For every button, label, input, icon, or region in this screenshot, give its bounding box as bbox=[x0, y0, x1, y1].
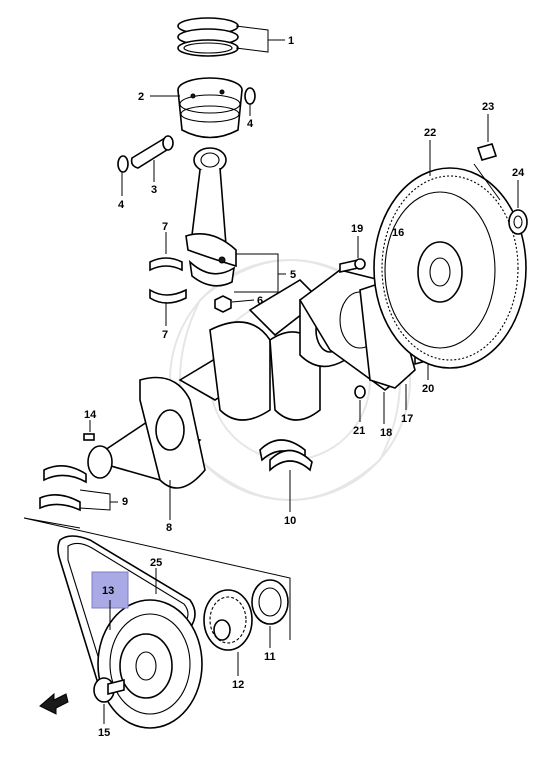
label-4-upper: 4 bbox=[247, 118, 254, 130]
label-7-lower: 7 bbox=[162, 329, 168, 341]
upper-main-bearing-part[interactable] bbox=[259, 439, 313, 472]
label-11: 11 bbox=[264, 651, 276, 663]
label-3: 3 bbox=[151, 184, 157, 196]
pilot-bearing-part[interactable] bbox=[508, 209, 528, 235]
label-6: 6 bbox=[257, 295, 263, 307]
front-assembly-frame bbox=[23, 517, 291, 640]
rod-nut-part[interactable] bbox=[214, 295, 232, 313]
label-13[interactable]: 13 bbox=[102, 585, 114, 597]
label-14: 14 bbox=[84, 409, 97, 421]
label-2: 2 bbox=[138, 91, 144, 103]
rod-bearing-lower-part[interactable] bbox=[149, 288, 187, 304]
piston-pin-part[interactable] bbox=[130, 135, 174, 169]
bolt-19-part[interactable] bbox=[339, 258, 366, 273]
flywheel-part[interactable] bbox=[373, 167, 527, 369]
front-direction-arrow-icon bbox=[39, 692, 69, 715]
label-22: 22 bbox=[424, 127, 436, 139]
pulley-bolt-part[interactable] bbox=[93, 677, 125, 703]
label-16: 16 bbox=[392, 227, 404, 239]
label-21: 21 bbox=[353, 425, 365, 437]
crankshaft-pulley-part[interactable] bbox=[97, 599, 203, 729]
label-5: 5 bbox=[290, 269, 296, 281]
label-9: 9 bbox=[122, 496, 128, 508]
label-12: 12 bbox=[232, 679, 244, 691]
flywheel-bolt-part[interactable] bbox=[476, 143, 498, 161]
piston-part[interactable] bbox=[177, 77, 243, 139]
label-10: 10 bbox=[284, 515, 296, 527]
lower-main-bearing-part[interactable] bbox=[39, 465, 87, 512]
label-19: 19 bbox=[351, 223, 363, 235]
piston-rings-part[interactable] bbox=[177, 17, 239, 57]
label-17: 17 bbox=[401, 413, 413, 425]
label-25: 25 bbox=[150, 557, 162, 569]
connecting-rod-part[interactable] bbox=[185, 147, 237, 287]
label-1: 1 bbox=[288, 35, 294, 47]
label-15: 15 bbox=[98, 727, 110, 739]
dowel-21-part[interactable] bbox=[354, 385, 366, 399]
dowel-pin-part[interactable] bbox=[83, 433, 95, 441]
timing-belt-pulley-part[interactable] bbox=[203, 589, 253, 651]
rod-bearing-upper-part[interactable] bbox=[149, 257, 183, 272]
label-4-lower: 4 bbox=[118, 199, 125, 211]
label-8: 8 bbox=[166, 522, 172, 534]
front-oil-seal-part[interactable] bbox=[251, 579, 289, 625]
label-23: 23 bbox=[482, 101, 494, 113]
label-18: 18 bbox=[380, 427, 392, 439]
label-24: 24 bbox=[512, 167, 525, 179]
snap-ring-part[interactable] bbox=[117, 87, 256, 173]
label-20: 20 bbox=[422, 383, 434, 395]
label-7-upper: 7 bbox=[162, 221, 168, 233]
